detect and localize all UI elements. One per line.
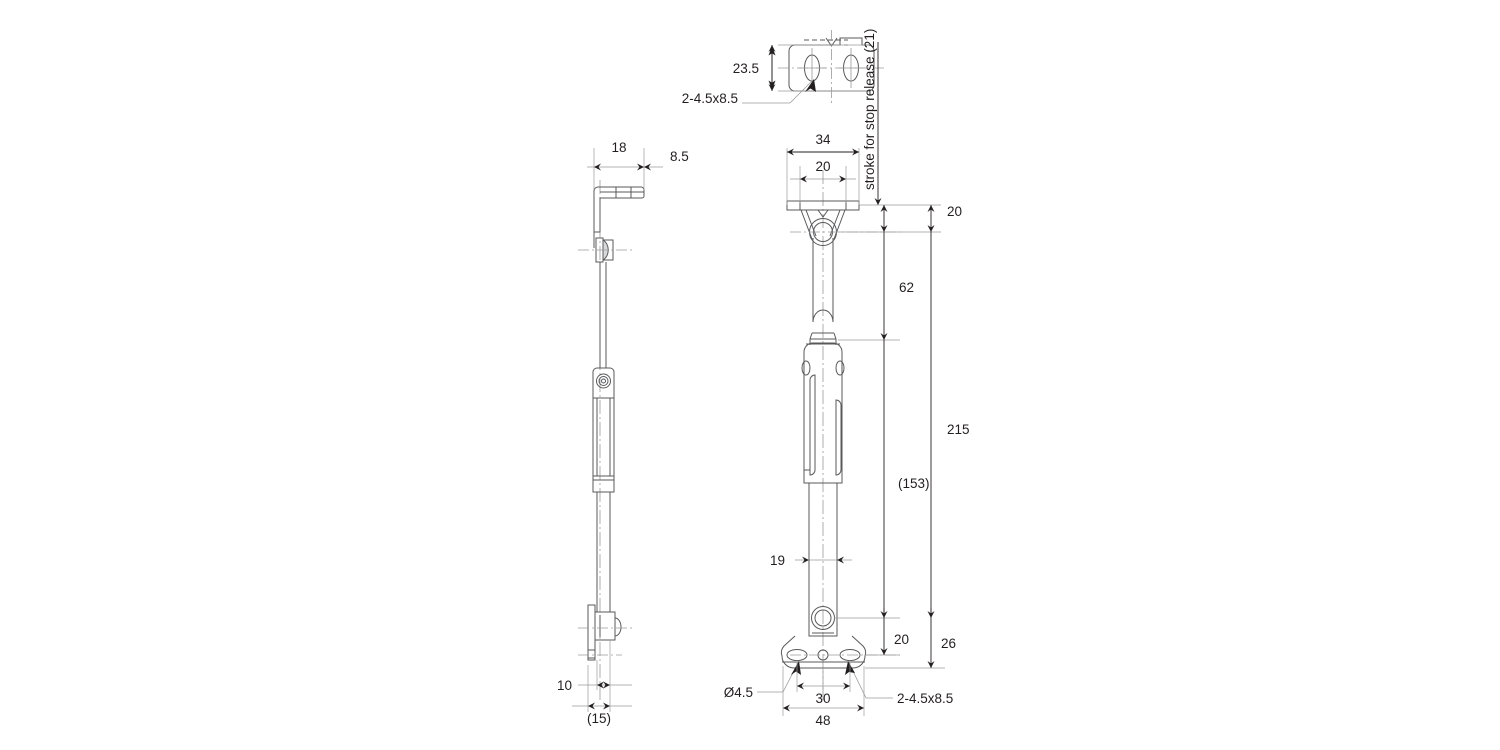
leader-arrowhead <box>805 79 816 92</box>
dim-10: 10 <box>557 640 632 693</box>
side-housing-eye-outer <box>596 373 611 389</box>
dim-stroke-stop-release: stroke for stop release (21) <box>862 29 882 205</box>
lower-eye-inner <box>814 609 832 627</box>
gusset-left-outer <box>800 209 813 240</box>
dim-label-top-slot-callout: 2-4.5x8.5 <box>682 91 738 106</box>
dim-label-18: 18 <box>611 140 626 155</box>
dim-label-48: 48 <box>815 713 830 728</box>
dim-62: 62 <box>838 205 914 341</box>
dim-215: 215 <box>930 232 970 618</box>
side-housing-top <box>592 367 615 399</box>
dim-153: (153) <box>883 340 930 618</box>
dim-34: 34 <box>786 132 860 205</box>
plate-center-v <box>817 209 829 218</box>
front-view-geometry <box>780 200 867 669</box>
dim-label-26: 26 <box>941 636 956 651</box>
callout-center-hole: Ø4.5 <box>724 661 801 700</box>
dim-label-34: 34 <box>815 132 831 147</box>
lower-clevis <box>808 612 838 637</box>
dim-48: 48 <box>782 666 865 728</box>
dim-label-30: 30 <box>815 691 830 706</box>
dim-label-base-slot-callout: 2-4.5x8.5 <box>897 691 953 706</box>
dim-label-stroke-stop-release: stroke for stop release (21) <box>862 29 877 190</box>
dim-20-plate: 20 <box>790 159 856 203</box>
side-housing-eye-inner <box>601 378 606 384</box>
base-bracket-outline <box>780 635 867 669</box>
dim-label-215: 215 <box>947 422 970 437</box>
side-base-boss <box>614 617 622 637</box>
housing-lug-right <box>835 360 845 376</box>
side-view-geometry <box>587 186 645 661</box>
damper-housing <box>803 342 843 484</box>
dim-label-62: 62 <box>899 280 914 295</box>
dim-label-20-lower: 20 <box>894 632 909 647</box>
dim-label-10: 10 <box>557 678 572 693</box>
release-lever-right <box>835 399 842 476</box>
dim-label-23-5: 23.5 <box>733 61 759 76</box>
dim-19: 19 <box>770 553 852 568</box>
side-housing-eye-mid <box>598 376 609 386</box>
release-lever-left <box>809 374 816 476</box>
gusset-right-outer <box>833 209 846 240</box>
side-view-aux-centerlines <box>578 249 632 656</box>
dim-label-8-5: 8.5 <box>670 149 689 164</box>
housing-lug-left <box>801 360 811 376</box>
dim-label-hole-dia: Ø4.5 <box>724 685 753 700</box>
dim-15: (15) <box>572 665 632 726</box>
dim-30: 30 <box>796 660 851 706</box>
dim-label-20-plate: 20 <box>815 159 830 174</box>
side-housing-collar <box>592 479 615 493</box>
dim-label-15: (15) <box>587 711 611 726</box>
dim-8-5: 8.5 <box>644 149 689 171</box>
dim-20-eye-top: 20 <box>838 204 962 233</box>
dim-23-5: 23.5 <box>733 44 869 92</box>
dim-20-lower: 20 <box>834 608 909 656</box>
dim-label-19: 19 <box>770 553 785 568</box>
rod-collar-l <box>809 332 813 340</box>
dim-label-153: (153) <box>898 476 930 491</box>
dim-26: 26 <box>865 608 956 669</box>
leader-arrowhead-left <box>791 661 801 675</box>
rod-collar-r <box>833 332 837 340</box>
callout-top-slots: 2-4.5x8.5 <box>682 79 816 106</box>
dim-18: 18 <box>587 140 663 190</box>
top-mount-plate <box>786 200 860 211</box>
rod-shoulder <box>812 309 834 323</box>
dim-label-20-top: 20 <box>947 204 962 219</box>
